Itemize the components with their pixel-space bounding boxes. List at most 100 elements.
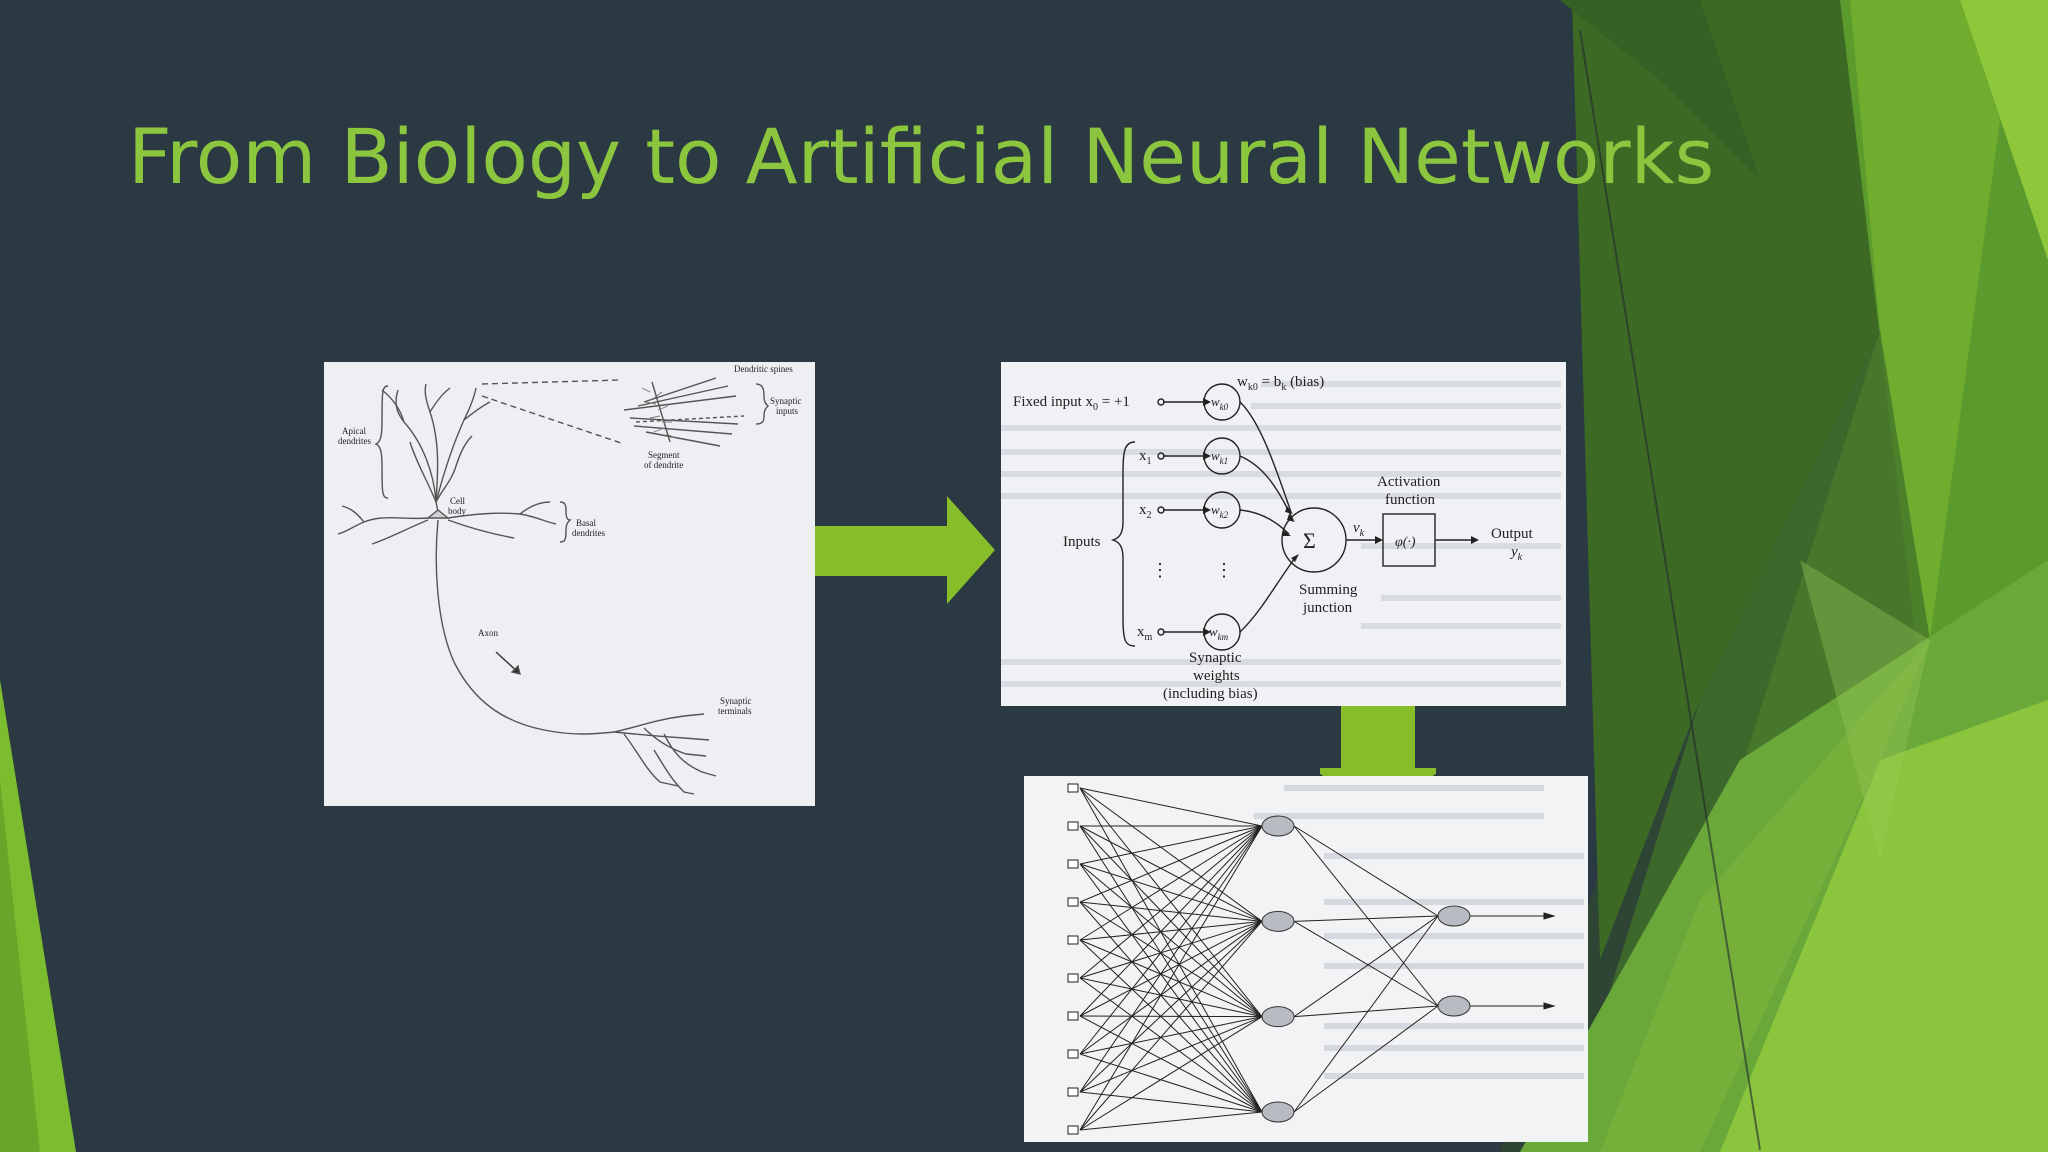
arrow-right-icon xyxy=(815,496,995,604)
network-nodes xyxy=(1067,783,1471,1135)
output-node xyxy=(1437,995,1471,1017)
output-arrowhead xyxy=(1543,912,1556,920)
input-hidden-edge xyxy=(1079,921,1263,1131)
hidden-output-edge xyxy=(1293,825,1439,917)
input-node xyxy=(1067,897,1079,907)
input-hidden-edge xyxy=(1079,920,1263,1093)
label-fixed-input: Fixed input x0 = +1 xyxy=(1013,394,1130,413)
label-synaptic-3: (including bias) xyxy=(1163,686,1258,702)
label-w1: wk1 xyxy=(1211,448,1228,466)
label-dendritic-spines: Dendritic spines xyxy=(734,364,793,374)
label-cell-body-2: body xyxy=(448,506,467,516)
biological-neuron-figure: Dendritic spines Synaptic inputs Apical … xyxy=(324,362,815,806)
label-w0: wk0 xyxy=(1211,394,1229,412)
input-hidden-edge xyxy=(1079,825,1263,865)
label-wm: wkm xyxy=(1209,624,1229,642)
label-summing-2: junction xyxy=(1302,600,1353,616)
input-hidden-edge xyxy=(1079,825,1263,1017)
label-x1: x1 xyxy=(1139,448,1152,467)
input-hidden-edge xyxy=(1079,825,1263,1131)
label-output-1: Output xyxy=(1491,526,1534,542)
label-cell-body-1: Cell xyxy=(450,496,465,506)
network-background-lines xyxy=(1254,785,1584,1079)
label-summing-1: Summing xyxy=(1299,582,1358,598)
input-hidden-edge xyxy=(1079,825,1263,979)
input-hidden-edge xyxy=(1079,787,1263,827)
input-hidden-edge xyxy=(1079,920,1263,979)
hidden-output-edge xyxy=(1293,1005,1439,1018)
input-hidden-edge xyxy=(1079,1015,1263,1018)
hidden-output-edge xyxy=(1293,825,1439,1007)
neuron-labels: Dendritic spines Synaptic inputs Apical … xyxy=(338,364,802,716)
label-vk: vk xyxy=(1353,520,1365,539)
hidden-output-edge xyxy=(1293,1005,1439,1113)
input-hidden-edge xyxy=(1079,1111,1263,1131)
input-node xyxy=(1067,935,1079,945)
input-hidden-edge xyxy=(1079,1016,1263,1055)
label-bias: wk0 = bk (bias) xyxy=(1237,374,1324,393)
label-axon: Axon xyxy=(478,628,498,638)
input-hidden-edge xyxy=(1079,825,1263,1093)
label-synaptic-terminals-2: terminals xyxy=(718,706,752,716)
input-hidden-edge xyxy=(1079,825,1263,941)
label-apical-1: Apical xyxy=(342,426,366,436)
label-basal-2: dendrites xyxy=(572,528,605,538)
input-node xyxy=(1067,859,1079,869)
input-hidden-edge xyxy=(1079,920,1263,1017)
input-hidden-edge xyxy=(1079,977,1263,1113)
hidden-output-edge xyxy=(1293,915,1439,1113)
input-node xyxy=(1067,1049,1079,1059)
label-xm: xm xyxy=(1137,624,1153,643)
label-activation-1: Activation xyxy=(1377,474,1441,490)
label-w2: wk2 xyxy=(1211,502,1229,520)
hidden-node xyxy=(1261,1006,1295,1028)
label-synaptic-terminals-1: Synaptic xyxy=(720,696,752,706)
input-hidden-edge xyxy=(1079,1016,1263,1131)
multilayer-network-figure xyxy=(1024,776,1588,1142)
perceptron-figure: wk0 = bk (bias) Fixed input x0 = +1 x1 x… xyxy=(1001,362,1566,706)
input-hidden-edge xyxy=(1079,1091,1263,1113)
label-activation-2: function xyxy=(1385,492,1435,508)
label-segment-1: Segment xyxy=(648,450,680,460)
label-synaptic-inputs-1: Synaptic xyxy=(770,396,802,406)
input-node xyxy=(1067,973,1079,983)
hidden-node xyxy=(1261,910,1295,932)
hidden-output-edge xyxy=(1293,915,1439,1018)
label-segment-2: of dendrite xyxy=(644,460,683,470)
input-hidden-edge xyxy=(1079,920,1263,1055)
input-node xyxy=(1067,1011,1079,1021)
spine-marks xyxy=(641,387,677,439)
network-edges xyxy=(1079,787,1556,1131)
output-arrowhead xyxy=(1543,1002,1556,1010)
input-node xyxy=(1067,821,1079,831)
label-dots-left: ⋮ xyxy=(1151,560,1169,580)
label-sigma: Σ xyxy=(1303,528,1316,553)
hidden-output-edge xyxy=(1293,920,1439,1007)
input-hidden-edge xyxy=(1079,863,1263,922)
hidden-node xyxy=(1261,815,1295,837)
input-hidden-edge xyxy=(1079,920,1263,941)
input-hidden-edge xyxy=(1079,825,1263,903)
neuron-lines xyxy=(337,377,769,795)
network-drawing xyxy=(1067,783,1584,1135)
label-phi: φ(·) xyxy=(1395,535,1416,550)
label-basal-1: Basal xyxy=(576,518,596,528)
input-hidden-edge xyxy=(1079,901,1263,922)
hidden-output-edge xyxy=(1293,915,1439,922)
perceptron-labels: wk0 = bk (bias) Fixed input x0 = +1 x1 x… xyxy=(1013,374,1534,702)
output-node xyxy=(1437,905,1471,927)
label-x2: x2 xyxy=(1139,502,1152,521)
input-node xyxy=(1067,1125,1079,1135)
label-synaptic-1: Synaptic xyxy=(1189,650,1242,666)
input-node xyxy=(1067,1087,1079,1097)
label-apical-2: dendrites xyxy=(338,436,371,446)
hidden-node xyxy=(1261,1101,1295,1123)
neuron-drawing: Dendritic spines Synaptic inputs Apical … xyxy=(337,364,802,795)
label-synaptic-2: weights xyxy=(1193,668,1240,684)
input-hidden-edge xyxy=(1079,977,1263,1018)
input-node xyxy=(1067,783,1079,793)
input-hidden-edge xyxy=(1079,787,1263,922)
perceptron-drawing: wk0 = bk (bias) Fixed input x0 = +1 x1 x… xyxy=(1001,374,1561,702)
